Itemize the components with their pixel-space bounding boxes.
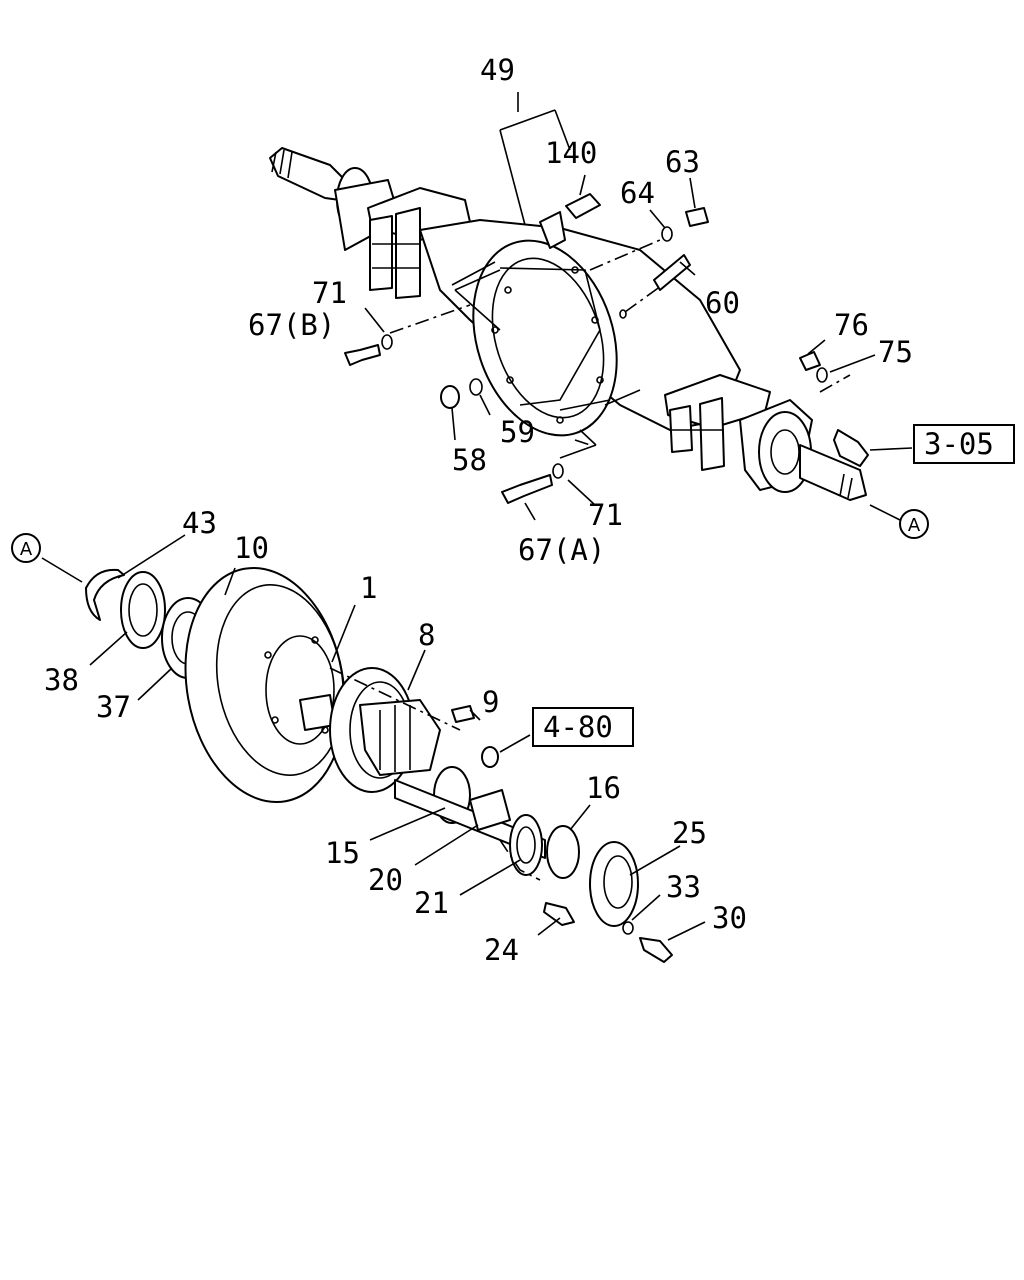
callout-67b: 67(B) bbox=[248, 308, 335, 342]
callout-76: 76 bbox=[834, 308, 869, 342]
callout-71-lower: 71 bbox=[588, 498, 623, 532]
callout-labels: 49 140 64 63 60 71 67(B) 59 58 71 67(A) … bbox=[44, 53, 913, 967]
callout-49: 49 bbox=[480, 53, 515, 87]
nut-480 bbox=[481, 746, 499, 768]
bolt-67b bbox=[344, 344, 381, 366]
reference-box-4-80[interactable]: 4-80 bbox=[532, 707, 634, 747]
callout-8: 8 bbox=[418, 618, 435, 652]
callout-10: 10 bbox=[234, 531, 269, 565]
connection-marker-a-left: A bbox=[11, 533, 41, 563]
callout-21: 21 bbox=[414, 886, 449, 920]
callout-24: 24 bbox=[484, 933, 519, 967]
callout-37: 37 bbox=[96, 690, 131, 724]
bolt-30 bbox=[639, 937, 673, 963]
callout-20: 20 bbox=[368, 863, 403, 897]
svg-text:A: A bbox=[908, 515, 921, 536]
reference-box-3-05[interactable]: 3-05 bbox=[913, 424, 1015, 464]
callout-9: 9 bbox=[482, 685, 499, 719]
stud-305 bbox=[833, 429, 869, 467]
connection-marker-a-right: A bbox=[899, 509, 929, 539]
callout-64: 64 bbox=[620, 176, 655, 210]
flange-25 bbox=[589, 841, 639, 927]
svg-text:A: A bbox=[20, 539, 33, 560]
bearing-16 bbox=[546, 825, 580, 879]
washer-71a bbox=[552, 463, 564, 479]
bolt-24 bbox=[543, 902, 575, 926]
nut-58 bbox=[440, 385, 460, 409]
seal-20 bbox=[469, 789, 511, 831]
svg-text:3-05: 3-05 bbox=[924, 427, 994, 461]
plug-63 bbox=[685, 207, 709, 227]
callout-38: 38 bbox=[44, 663, 79, 697]
bolt-67a bbox=[501, 474, 553, 504]
callout-140: 140 bbox=[545, 136, 597, 170]
callout-1: 1 bbox=[360, 571, 377, 605]
callout-58: 58 bbox=[452, 443, 487, 477]
washer-33 bbox=[622, 921, 634, 935]
callout-75: 75 bbox=[878, 335, 913, 369]
housing-hardware bbox=[344, 193, 869, 504]
washer-59 bbox=[469, 378, 483, 396]
callout-33: 33 bbox=[666, 870, 701, 904]
washer-75 bbox=[816, 367, 828, 383]
svg-text:4-80: 4-80 bbox=[543, 710, 613, 744]
callout-43: 43 bbox=[182, 506, 217, 540]
callout-25: 25 bbox=[672, 816, 707, 850]
leader-lines bbox=[41, 92, 913, 941]
callout-30: 30 bbox=[712, 901, 747, 935]
snap-ring-43 bbox=[85, 568, 125, 621]
race-38 bbox=[120, 571, 166, 649]
callout-63: 63 bbox=[665, 145, 700, 179]
callout-15: 15 bbox=[325, 836, 360, 870]
washer-64 bbox=[661, 226, 673, 242]
callout-71-upper: 71 bbox=[312, 276, 347, 310]
callout-60: 60 bbox=[705, 286, 740, 320]
callout-16: 16 bbox=[586, 771, 621, 805]
axle-housing bbox=[269, 147, 867, 501]
callout-67a: 67(A) bbox=[518, 533, 605, 567]
nut-76 bbox=[799, 351, 821, 371]
washer-71b bbox=[381, 334, 393, 350]
bolt-9 bbox=[451, 705, 475, 723]
breather-140 bbox=[565, 193, 601, 219]
hub-assembly bbox=[85, 567, 673, 963]
ring-21 bbox=[509, 814, 543, 876]
callout-59: 59 bbox=[500, 415, 535, 449]
